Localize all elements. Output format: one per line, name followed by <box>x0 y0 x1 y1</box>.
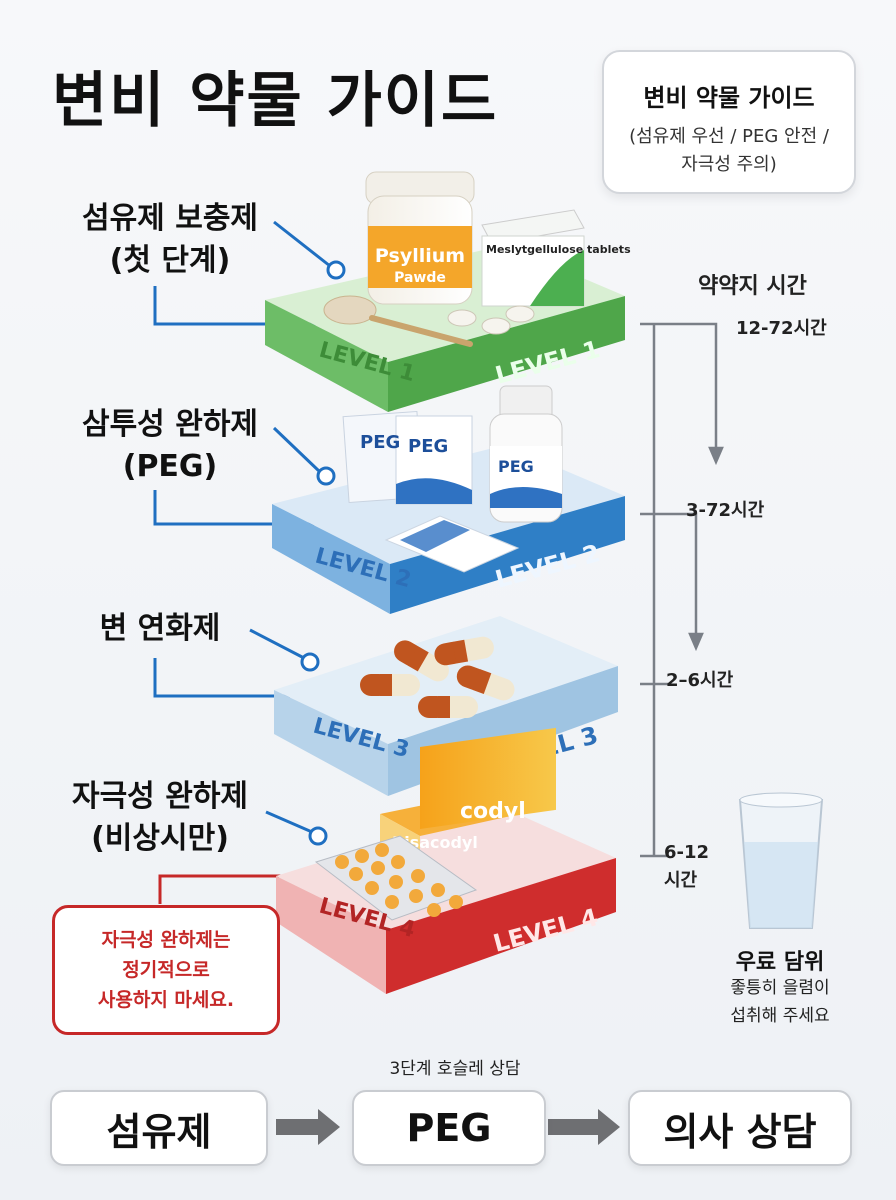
level-1-label-line2: (첫 단계) <box>109 243 231 278</box>
onset-time-3: 2–6시간 <box>666 670 734 691</box>
step-fiber: 섬유제 <box>50 1090 268 1166</box>
box-text-1: Meslytgellulose tablets <box>486 243 631 256</box>
peg-bottle: PEG <box>489 385 563 523</box>
legend-box: 변비 약물 가이드 (섬유제 우선 / PEG 안전 / 자극성 주의) <box>602 50 856 194</box>
level-2-label: 삼투성 완하제 (PEG) <box>40 404 300 488</box>
step-doctor: 의사 상담 <box>628 1090 852 1166</box>
peg-sachets: PEG PEG <box>342 410 473 505</box>
bottle-text: PEG <box>498 457 534 476</box>
level-4-label-line1: 자극성 완하제 <box>71 779 249 814</box>
methylcellulose-box: Meslytgellulose tablets <box>481 209 631 307</box>
blister-pack <box>314 835 478 921</box>
level-3-label: 변 연화제 <box>40 608 280 650</box>
level-1-label: 섬유제 보충제 (첫 단계) <box>40 198 300 282</box>
level-4-platform <box>276 806 616 994</box>
water-line-1: 좋틍히 을렴이 <box>730 978 830 998</box>
psyllium-jar: Psyllium Pawde <box>365 171 475 305</box>
onset-time-4: 6-12 <box>664 842 710 863</box>
legend-subtitle: (섬유제 우선 / PEG 안전 / 자극성 주의) <box>629 126 829 175</box>
level-4-label: 자극성 완하제 (비상시만) <box>40 776 280 860</box>
onset-timeline <box>640 322 724 858</box>
warning-box: 자극성 완하제는 정기적으로 사용하지 마세요. <box>52 905 280 1035</box>
level-2-label-line1: 삼투성 완하제 <box>81 407 259 442</box>
onset-time-4-unit: 시간 <box>664 870 698 891</box>
onset-time-1: 12-72시간 <box>736 318 827 339</box>
warning-connector <box>158 874 300 904</box>
label-connectors <box>153 220 346 846</box>
water-line-2: 섭취해 주세요 <box>730 1006 830 1026</box>
level-2-label-line2: (PEG) <box>122 449 218 484</box>
warning-line-3: 사용하지 마세요. <box>97 989 235 1011</box>
level-3-label-line1: 변 연화제 <box>99 611 221 646</box>
water-title: 우료 담위 <box>735 950 825 975</box>
jar-brand-text: Psyllium <box>375 245 465 267</box>
jar-sub-text: Pawde <box>394 270 446 286</box>
box-top-text: codyl <box>460 799 526 824</box>
softener-capsules <box>360 636 515 718</box>
onset-time-2: 3-72시간 <box>686 500 765 521</box>
sachet-2-text: PEG <box>408 436 448 457</box>
steps-note: 3단계 호슬레 상담 <box>389 1059 521 1079</box>
warning-line-2: 정기적으로 <box>122 959 210 981</box>
page-title: 변비 약물 가이드 <box>52 66 499 136</box>
water-glass <box>738 792 824 929</box>
legend-title: 변비 약물 가이드 <box>643 84 815 112</box>
step-peg: PEG <box>352 1090 546 1166</box>
level-1-label-line1: 섬유제 보충제 <box>81 201 259 236</box>
sachet-1-text: PEG <box>360 432 400 453</box>
onset-title: 약약지 시간 <box>698 274 807 299</box>
water-note: 좋틍히 을렴이 섭취해 주세요 <box>690 974 870 1030</box>
warning-line-1: 자극성 완하제는 <box>101 929 231 951</box>
level-4-label-line2: (비상시만) <box>91 821 229 856</box>
flow-arrows <box>276 1109 620 1145</box>
